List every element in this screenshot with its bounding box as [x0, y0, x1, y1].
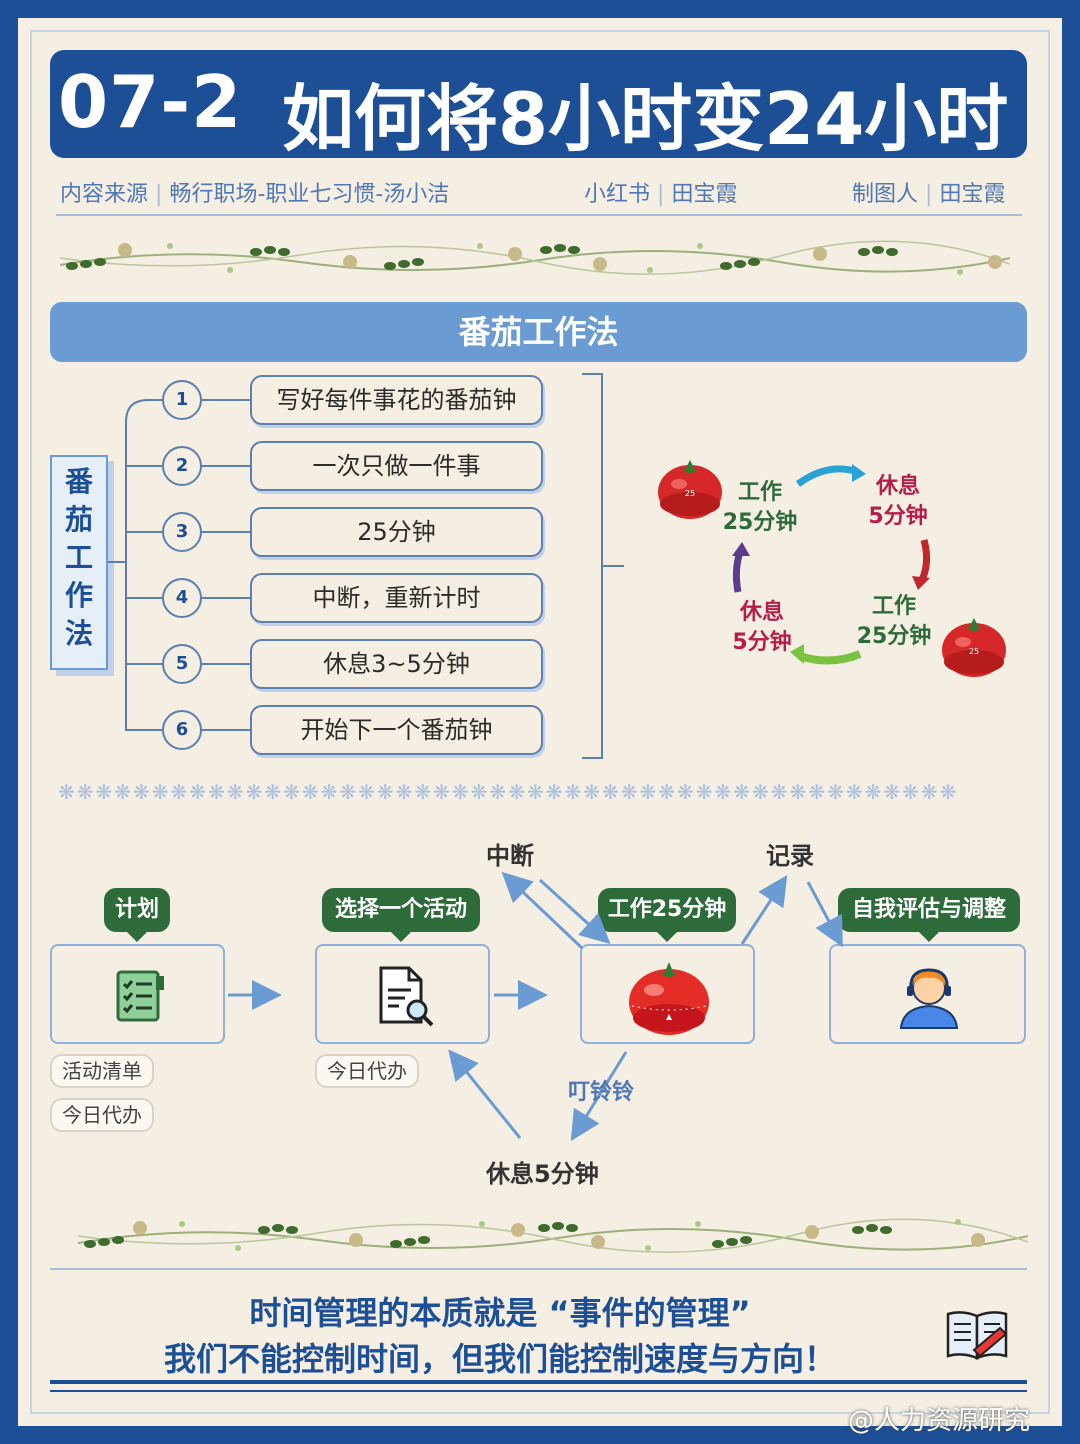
footer-divider — [50, 1268, 1027, 1270]
flow-review-tag: 自我评估与调整 — [838, 888, 1020, 942]
flower-divider: ❋❋❋❋❋❋❋❋❋❋❋❋❋❋❋❋❋❋❋❋❋❋❋❋❋❋❋❋❋❋❋❋❋❋❋❋❋❋❋❋… — [58, 780, 959, 804]
flow-record-label: 记录 — [766, 842, 814, 870]
side-label-char: 茄 — [64, 503, 93, 536]
meta-sep: | — [155, 182, 163, 207]
step-number: 4 — [162, 578, 202, 618]
tomato-timer-icon: 25 — [658, 460, 722, 519]
meta-platform-label: 小红书 — [584, 182, 651, 207]
pill-activity-list: 活动清单 — [50, 1054, 154, 1088]
section-title: 番茄工作法 — [50, 302, 1027, 362]
flow-interrupt-label: 中断 — [486, 842, 534, 870]
cycle-rest-1-label: 休息 — [875, 474, 920, 499]
step-item: 写好每件事花的番茄钟 — [250, 375, 543, 425]
meta-author-label: 制图人 — [852, 182, 919, 207]
step-number: 6 — [162, 710, 202, 750]
cycle-work-1-time: 25分钟 — [722, 510, 798, 535]
meta-author-value: 田宝霞 — [939, 182, 1006, 207]
tomato-timer-icon: 25 — [942, 618, 1006, 677]
side-label-char: 法 — [64, 617, 93, 650]
step-item: 一次只做一件事 — [250, 441, 543, 491]
work-card — [580, 944, 755, 1044]
side-label: 番 茄 工 作 法 — [50, 455, 108, 670]
review-card — [829, 944, 1026, 1044]
footer-quote-1: 时间管理的本质就是 “事件的管理” — [249, 1294, 751, 1332]
meta-divider — [56, 214, 1022, 216]
side-label-char: 作 — [64, 579, 93, 612]
footer-quote-2: 我们不能控制时间，但我们能控制速度与方向！ — [163, 1340, 836, 1378]
meta-source-label: 内容来源 — [60, 182, 149, 207]
meta-source-value: 畅行职场-职业七习惯-汤小洁 — [169, 182, 450, 207]
flow-arrows — [228, 871, 843, 1142]
tomato-timer-mark: 25 — [685, 489, 695, 498]
step-item: 开始下一个番茄钟 — [250, 705, 543, 755]
choose-card — [315, 944, 490, 1044]
pill-today: 今日代办 — [50, 1098, 154, 1132]
meta-source: 内容来源 | 畅行职场-职业七习惯-汤小洁 — [60, 176, 449, 208]
cycle-arrows — [732, 464, 931, 665]
step-item: 休息3~5分钟 — [250, 639, 543, 689]
cycle-rest-1: 休息 5分钟 — [860, 472, 936, 532]
cycle-rest-1-time: 5分钟 — [868, 504, 928, 529]
step-number: 5 — [162, 644, 202, 684]
checklist-icon — [116, 970, 164, 1022]
tomato-timer-mark: 25 — [969, 647, 979, 656]
cycle-rest-2-label: 休息 — [739, 600, 784, 625]
cycle-work-2: 工作 25分钟 — [852, 592, 936, 652]
cycle-work-2-time: 25分钟 — [856, 624, 932, 649]
step-number: 1 — [162, 380, 202, 420]
side-label-char: 番 — [64, 465, 93, 498]
flow-choose-tag: 选择一个活动 — [322, 888, 480, 942]
tomato-timer-icon — [629, 962, 709, 1035]
cycle-work-1: 工作 25分钟 — [718, 478, 802, 538]
step-item: 25分钟 — [250, 507, 543, 557]
pill-today: 今日代办 — [315, 1054, 419, 1088]
meta-platform: 小红书 | 田宝霞 — [584, 176, 737, 208]
page-title: 如何将8小时变24小时 — [282, 77, 1009, 161]
step-item: 中断，重新计时 — [250, 573, 543, 623]
meta-sep: | — [925, 182, 933, 207]
meta-sep: | — [657, 182, 665, 207]
title-bar — [50, 50, 1027, 158]
vine-decoration-bottom — [78, 1218, 1028, 1253]
footer-rule — [50, 1380, 1027, 1384]
document-search-icon — [379, 966, 434, 1027]
cycle-rest-2: 休息 5分钟 — [724, 598, 800, 658]
side-label-char: 工 — [64, 541, 93, 574]
flow-ding-label: 叮铃铃 — [568, 1080, 635, 1105]
person-headset-icon — [899, 968, 959, 1029]
flow-work-tag: 工作25分钟 — [598, 888, 736, 942]
flow-plan-tag: 计划 — [104, 888, 170, 942]
meta-author: 制图人 | 田宝霞 — [852, 176, 1005, 208]
cycle-work-2-label: 工作 — [871, 594, 916, 619]
watermark: @人力资源研究 — [848, 1406, 1031, 1436]
vine-decoration-top — [60, 240, 1010, 275]
cycle-rest-2-time: 5分钟 — [732, 630, 792, 655]
cycle-work-1-label: 工作 — [737, 480, 782, 505]
footer-rule — [50, 1390, 1027, 1392]
book-pen-icon — [946, 1311, 1008, 1360]
steps-connectors — [108, 373, 624, 759]
title-code: 07-2 — [58, 60, 243, 144]
plan-card — [50, 944, 225, 1044]
meta-platform-value: 田宝霞 — [671, 182, 738, 207]
flow-rest-label: 休息5分钟 — [486, 1160, 599, 1188]
step-number: 3 — [162, 512, 202, 552]
step-number: 2 — [162, 446, 202, 486]
